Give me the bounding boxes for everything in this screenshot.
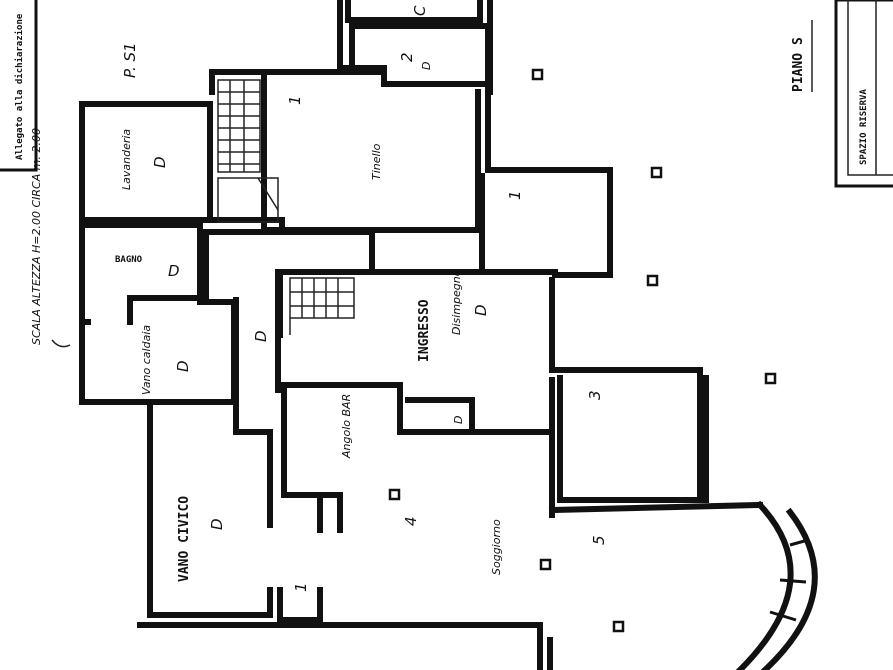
bagno-code: D: [168, 262, 180, 280]
vano-caldaia-label: Vano caldaia: [140, 325, 153, 395]
angolo-bar-label: Angolo BAR: [340, 394, 353, 459]
lavanderia-label: Lavanderia: [120, 129, 133, 190]
small-room-code: D: [452, 416, 465, 424]
stairs-upper: [217, 79, 279, 223]
pillars: [388, 68, 777, 633]
lavanderia-code: D: [151, 156, 169, 168]
ingresso-label: INGRESSO: [417, 299, 432, 362]
vano-caldaia-code: D: [174, 360, 192, 372]
allegato-label: Allegato alla dichiarazione: [14, 13, 25, 160]
top-room-code: C: [411, 5, 429, 16]
bagno-label: BAGNO: [115, 255, 143, 265]
reserved-label: SPAZIO RISERVA: [859, 89, 869, 165]
ripostiglio-number: 2: [398, 52, 416, 62]
ripostiglio-code: D: [420, 62, 433, 70]
floor-label: PIANO S: [791, 37, 806, 92]
stairs-lower: [289, 277, 355, 335]
tinello-label: Tinello: [370, 143, 383, 180]
ingresso-code: D: [472, 304, 490, 316]
ingresso-sub: Disimpegno: [450, 269, 463, 335]
soggiorno-code: 4: [402, 516, 420, 526]
walls: [79, 0, 818, 670]
title-block: PIANO S SPAZIO RISERVA: [791, 0, 893, 188]
ps-note: P. S1: [121, 42, 139, 78]
portico-number: 5: [590, 535, 608, 545]
tinello-number: 1: [286, 95, 304, 105]
right-room-number: 1: [506, 190, 524, 200]
corridor-number: 1: [292, 582, 310, 592]
stair-note: SCALA ALTEZZA H=2.00 CIRCA m. 2.00: [30, 128, 43, 345]
note-arrow: [51, 339, 71, 348]
allegato-box: Allegato alla dichiarazione: [0, 0, 38, 172]
soggiorno-label: Soggiorno: [490, 519, 503, 575]
vano-civico-code: D: [208, 518, 226, 530]
disimpegno-code: D: [252, 330, 270, 342]
room-3-number: 3: [586, 390, 604, 400]
room-labels: Lavanderia D 1 Tinello 2 D C 1 BAGNO D V…: [115, 5, 608, 592]
vano-civico-label: VANO CIVICO: [177, 496, 192, 582]
